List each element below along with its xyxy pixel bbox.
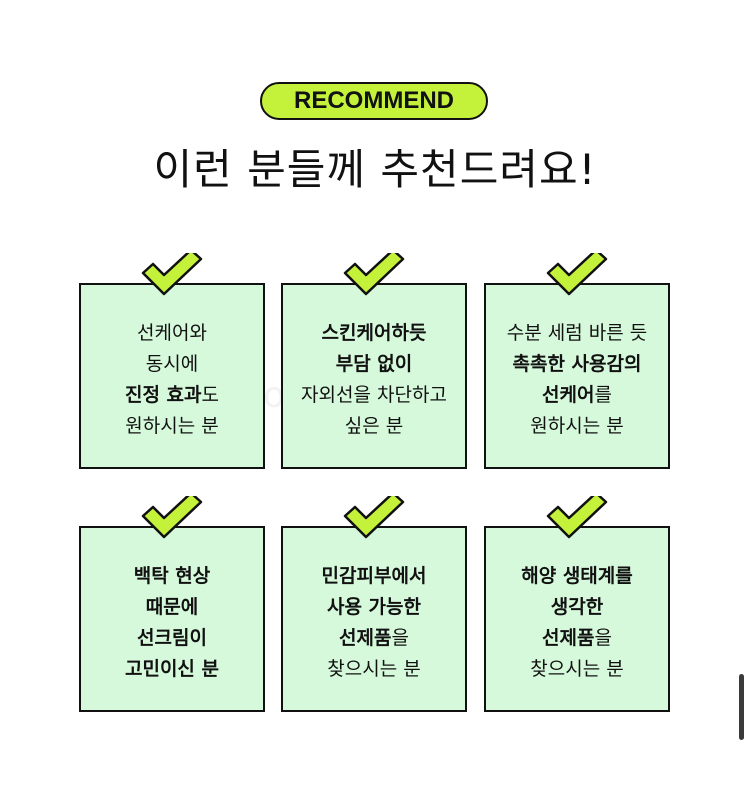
card-text-bold: 선크림이 [137,627,207,649]
card-text-regular: 자외선을 차단하고 [301,384,447,406]
card-line: 싶은 분 [345,411,403,442]
card-text-regular: 를 [594,384,612,406]
card-text-bold: 해양 생태계를 [521,565,633,587]
checkmark-icon [343,253,405,296]
card-line: 자외선을 차단하고 [301,380,447,411]
card-text-bold: 백탁 현상 [133,565,211,587]
checkmark-icon [141,253,203,296]
checkmark-icon [141,496,203,539]
recommend-badge: RECOMMEND [260,82,488,120]
card-line: 찾으시는 분 [530,654,623,685]
card-text-regular: 을 [391,627,409,649]
card-text-bold: 선제품 [339,627,392,649]
card-text-bold: 선케어 [542,384,595,406]
card-text-bold: 진정 효과 [124,384,202,406]
page-title: 이런 분들께 추천드려요! [153,145,597,194]
card-line: 원하시는 분 [530,411,623,442]
card-text-bold: 때문에 [145,596,199,618]
card-text-bold: 촉촉한 사용감의 [512,353,642,375]
scrollbar[interactable] [739,674,744,740]
card-line: 수분 세럼 바른 듯 [507,318,647,349]
card-line: 고민이신 분 [125,654,219,685]
card-text-regular: 도 [201,384,220,406]
card-text-regular: 선케어와 [137,322,207,344]
card-text-regular: 원하시는 분 [530,415,624,437]
card-text-bold: 선제품 [542,627,595,649]
card-text-regular: 을 [594,627,612,649]
card-text-bold: 사용 가능한 [326,596,421,618]
card-text-regular: 원하시는 분 [125,415,219,437]
card-text-regular: 동시에 [145,353,199,375]
card-line: 선케어와 [137,318,207,349]
card-line: 해양 생태계를 [521,561,633,592]
card-line: 때문에 [146,592,198,623]
card-line: 선케어를 [542,380,612,411]
card-text-bold: 생각한 [550,596,604,618]
card-line: 백탁 현상 [134,561,211,592]
card-line: 동시에 [146,349,198,380]
card-text-regular: 찾으시는 분 [530,658,624,680]
card-line: 선제품을 [542,623,612,654]
card-text-regular: 찾으시는 분 [327,658,421,680]
card-text-bold: 민감피부에서 [321,565,427,587]
card-line: 생각한 [551,592,603,623]
card-line: 촉촉한 사용감의 [513,349,642,380]
card-line: 부담 없이 [336,349,413,380]
card-line: 사용 가능한 [327,592,421,623]
card-line: 진정 효과도 [125,380,219,411]
checkmark-icon [546,253,608,296]
card-line: 선제품을 [339,623,409,654]
card-line: 스킨케어하듯 [322,318,427,349]
card-text-regular: 수분 세럼 바른 듯 [506,322,648,344]
card-line: 민감피부에서 [322,561,427,592]
card-text-bold: 고민이신 분 [124,658,219,680]
checkmark-icon [546,496,608,539]
card-line: 찾으시는 분 [327,654,420,685]
card-line: 선크림이 [137,623,207,654]
checkmark-icon [343,496,405,539]
card-text-bold: 스킨케어하듯 [321,322,427,344]
card-text-bold: 부담 없이 [335,353,413,375]
card-text-regular: 싶은 분 [344,415,404,437]
card-line: 원하시는 분 [125,411,218,442]
